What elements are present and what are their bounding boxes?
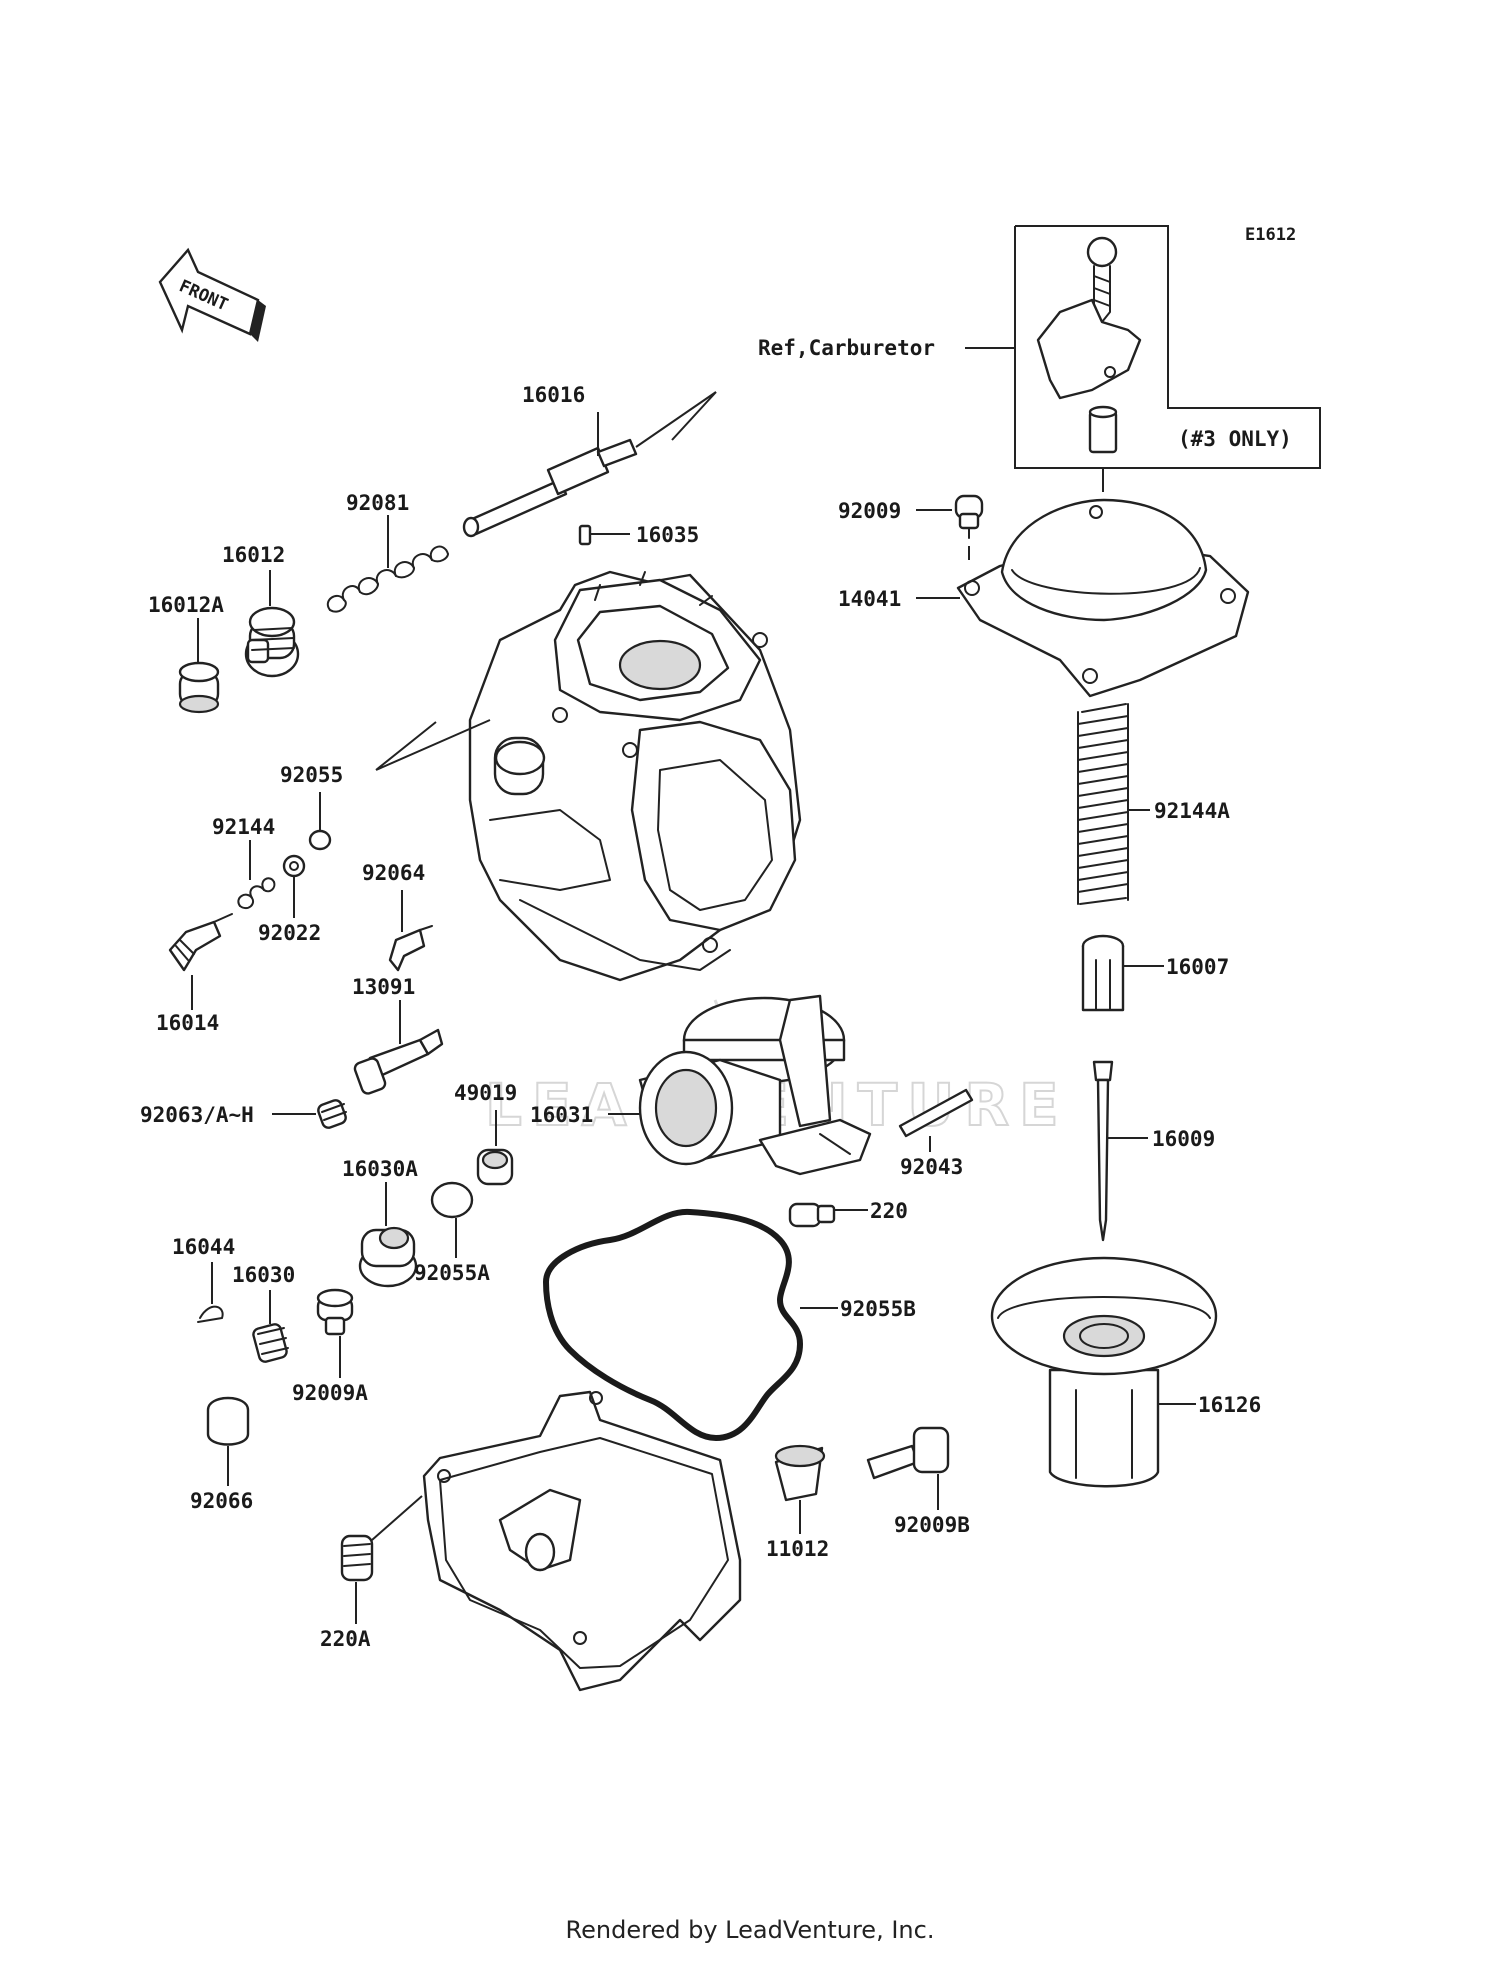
cap-92066-icon: [206, 1396, 250, 1446]
part-label-16030: 16030: [232, 1263, 295, 1287]
part-label-92055: 92055: [280, 763, 343, 787]
gasket-92055b-icon: [542, 1208, 804, 1442]
needle-16009-icon: [1092, 1060, 1114, 1242]
part-label-92009b: 92009B: [894, 1513, 970, 1537]
part-label-92066: 92066: [190, 1489, 253, 1513]
part-label-92022: 92022: [258, 921, 321, 945]
needle-jet-13091-icon: [353, 1028, 444, 1095]
part-11012-icon: [774, 1444, 826, 1502]
cap-16012-icon: [244, 606, 300, 678]
part-label-49019: 49019: [454, 1081, 517, 1105]
part-label-92055a: 92055A: [414, 1261, 490, 1285]
spring-92144a-icon: [1077, 703, 1129, 905]
carburetor-body-icon: [468, 570, 802, 982]
note-only-label: (#3 ONLY): [1178, 427, 1292, 451]
pilot-screw-16014-icon: [168, 913, 233, 972]
clip-16044-icon: [197, 1305, 224, 1323]
part-label-92144: 92144: [212, 815, 275, 839]
part-label-16007: 16007: [1166, 955, 1229, 979]
part-label-16035: 16035: [636, 523, 699, 547]
float-16031-icon: [638, 994, 872, 1176]
jet-16035-icon: [578, 524, 592, 546]
part-label-92043: 92043: [900, 1155, 963, 1179]
part-label-92009: 92009: [838, 499, 901, 523]
part-label-92055b: 92055B: [840, 1297, 916, 1321]
screw-92009-icon: [954, 494, 984, 539]
part-label-92064: 92064: [362, 861, 425, 885]
spring-92081-icon: [326, 545, 449, 613]
part-label-16012: 16012: [222, 543, 285, 567]
footer-credit: Rendered by LeadVenture, Inc.: [565, 1916, 935, 1944]
part-label-16012a: 16012A: [148, 593, 224, 617]
part-label-16044: 16044: [172, 1235, 235, 1259]
screw-220a-icon: [340, 1495, 423, 1582]
holder-16007-icon: [1081, 934, 1125, 1012]
screw-part-icon: [1086, 236, 1118, 268]
pin-92043-icon: [898, 1088, 974, 1138]
part-label-220: 220: [870, 1199, 908, 1223]
main-jet-92063-icon: [317, 1099, 347, 1129]
part-label-92063: 92063/A~H: [140, 1103, 254, 1127]
part-label-16126: 16126: [1198, 1393, 1261, 1417]
diagram-code: E1612: [1245, 225, 1296, 245]
reference-inset: Ref,Carburetor (#3 ONLY): [758, 225, 1321, 492]
part-16030a-icon: [358, 1226, 418, 1288]
cap-16012a-icon: [178, 661, 220, 714]
part-label-92081: 92081: [346, 491, 409, 515]
part-label-16014: 16014: [156, 1011, 219, 1035]
top-cover-14041-icon: [956, 498, 1250, 698]
part-49019-icon: [476, 1148, 514, 1186]
part-label-11012: 11012: [766, 1537, 829, 1561]
bracket-part-icon: [1036, 298, 1142, 400]
screw-92009b-icon: [866, 1426, 950, 1480]
part-label-13091: 13091: [352, 975, 415, 999]
float-bowl-icon: [422, 1390, 742, 1692]
part-label-14041: 14041: [838, 587, 901, 611]
screw-92064-icon: [388, 925, 433, 972]
part-label-16016: 16016: [522, 383, 585, 407]
part-label-92009a: 92009A: [292, 1381, 368, 1405]
throttle-shaft-icon: [462, 391, 717, 538]
part-label-16030a: 16030A: [342, 1157, 418, 1181]
oring-92055-icon: [308, 829, 332, 851]
part-label-16009: 16009: [1152, 1127, 1215, 1151]
front-arrow-icon: FRONT: [158, 247, 266, 342]
screw-92009a-icon: [316, 1288, 354, 1336]
piston-diaphragm-16126-icon: [990, 1256, 1218, 1488]
ref-carburetor-label: Ref,Carburetor: [758, 336, 935, 360]
spring-92144-icon: [237, 877, 276, 910]
part-16030-icon: [252, 1323, 289, 1363]
oring-92055a-icon: [430, 1181, 474, 1219]
screw-220-icon: [788, 1202, 836, 1228]
part-label-16031: 16031: [530, 1103, 593, 1127]
washer-92022-icon: [282, 854, 306, 878]
part-label-220a: 220A: [320, 1627, 371, 1651]
part-label-92144a: 92144A: [1154, 799, 1230, 823]
